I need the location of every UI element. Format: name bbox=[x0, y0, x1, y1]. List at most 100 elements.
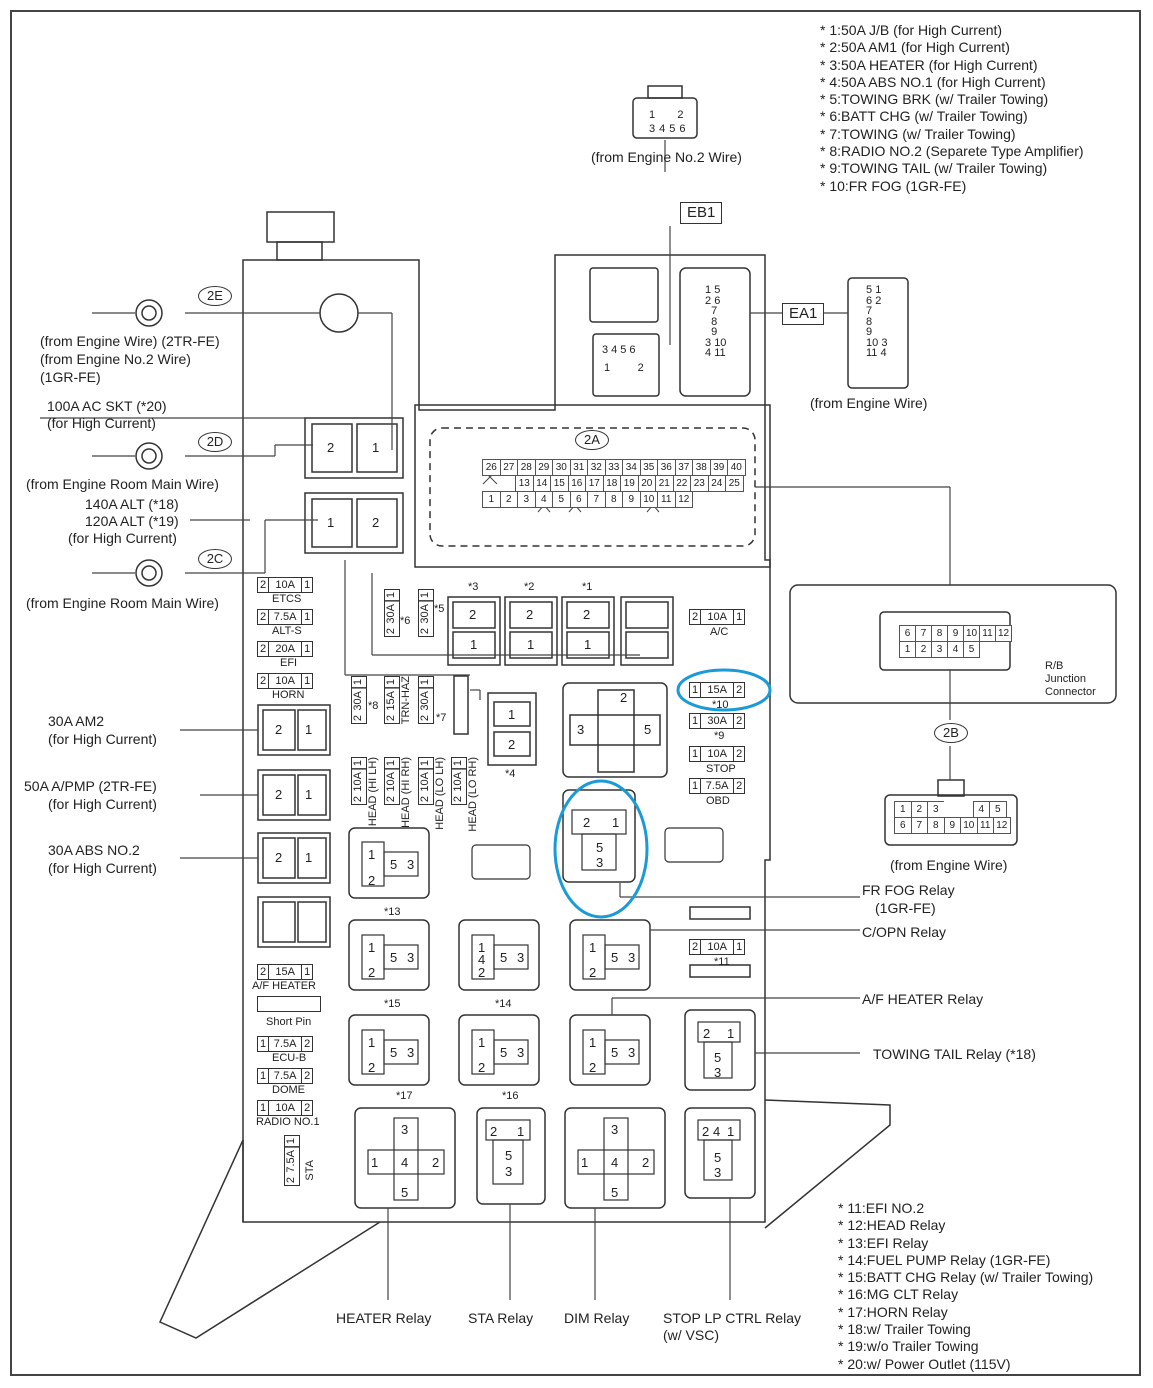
pin-label: 3 bbox=[517, 1045, 525, 1060]
pin-cell: 26 bbox=[482, 459, 501, 476]
pin: 5 bbox=[669, 123, 680, 135]
pin-cell: 12 bbox=[993, 817, 1011, 834]
pin: 4 bbox=[659, 123, 670, 135]
connector-2b-callout: 2B bbox=[934, 723, 968, 743]
pin-cell: 31 bbox=[569, 459, 588, 476]
pin: 9 bbox=[711, 326, 718, 338]
pin-cell: 37 bbox=[674, 459, 693, 476]
pin: 2 bbox=[705, 294, 712, 307]
pin: 1 bbox=[304, 966, 311, 978]
fuse-rating: 10A bbox=[701, 940, 735, 954]
eb1-label: EB1 bbox=[680, 202, 723, 224]
pin-label: 5 bbox=[611, 1185, 619, 1200]
star-mark: *8 bbox=[368, 700, 379, 712]
pin-label: 2 bbox=[589, 1060, 597, 1075]
pin-cell: 27 bbox=[499, 459, 518, 476]
pin-label: 3 bbox=[596, 855, 604, 870]
pin: 1 bbox=[452, 758, 466, 770]
fuse-name-short-pin: Short Pin bbox=[266, 1016, 312, 1028]
label-af-heater-relay: A/F HEATER Relay bbox=[862, 991, 984, 1007]
notes-bottom-list: * 11:EFI NO.2 * 12:HEAD Relay * 13:EFI R… bbox=[838, 1200, 1093, 1373]
pin: 2 bbox=[736, 715, 743, 727]
pin-cell: 1 bbox=[894, 801, 912, 818]
fuse-rating: 7.5A bbox=[269, 1037, 303, 1051]
label-room-main-1: (from Engine Room Main Wire) bbox=[26, 476, 219, 492]
ea1-housing-pins: 1 5 2 6 7 8 9 3 10 4 11 bbox=[705, 285, 741, 359]
pin: 2 bbox=[736, 780, 743, 792]
fuse-rating: 15A bbox=[269, 965, 303, 979]
pin: 2 bbox=[258, 578, 270, 592]
fuse-rating: 10A bbox=[701, 747, 735, 761]
star-mark: *11 bbox=[714, 956, 730, 968]
pin-label: 2 bbox=[368, 1060, 376, 1075]
star-mark: *13 bbox=[384, 906, 401, 918]
fuse-rating: 10A bbox=[269, 1101, 303, 1115]
pin: 6 bbox=[866, 294, 873, 307]
pin: 1 bbox=[352, 758, 366, 770]
pin-label: 5 bbox=[390, 857, 398, 872]
pin: 2 bbox=[304, 1038, 311, 1050]
label-ac-skt-a: 100A AC SKT (*20) bbox=[47, 398, 167, 414]
star-mark: *6 bbox=[400, 615, 411, 627]
pin-cell: 2 bbox=[915, 641, 932, 658]
ea1-plug-pins: 5 1 6 2 7 8 9 10 3 11 4 bbox=[866, 285, 902, 359]
rb-junction-label-2: Junction bbox=[1045, 673, 1086, 685]
pin: 10 bbox=[866, 336, 879, 349]
connector-2a-callout: 2A bbox=[575, 430, 609, 450]
pin-label: 2 bbox=[432, 1155, 440, 1170]
pin: 1 bbox=[304, 675, 311, 687]
pin-cell: 32 bbox=[587, 459, 606, 476]
pin: 7 bbox=[711, 305, 718, 317]
pin-cell: 7 bbox=[587, 491, 606, 508]
fuse-name-sta: STA bbox=[304, 1160, 316, 1181]
pin: 4 bbox=[705, 347, 712, 359]
note-item: * 14:FUEL PUMP Relay (1GR-FE) bbox=[838, 1251, 1051, 1268]
eb1-pins-bottom: 3456 bbox=[649, 123, 690, 135]
pin-label: 3 bbox=[517, 950, 525, 965]
pin: 2 bbox=[419, 795, 431, 802]
pin: 1 bbox=[258, 1069, 270, 1083]
pin-label: 1 bbox=[612, 815, 620, 830]
pin: 1 bbox=[258, 1101, 270, 1115]
pin-cell: 30 bbox=[552, 459, 571, 476]
pin-cell: 6 bbox=[569, 491, 588, 508]
pin: 2 bbox=[736, 684, 743, 696]
label-sta-relay: STA Relay bbox=[468, 1310, 534, 1326]
pin-label: 2 bbox=[327, 440, 335, 455]
pin: 4 bbox=[611, 344, 621, 356]
pin: 4 bbox=[880, 347, 887, 359]
pin: 1 bbox=[736, 611, 743, 623]
pin: 2 bbox=[637, 362, 644, 374]
pin-label: 2 bbox=[478, 965, 486, 980]
pin-label: 2 bbox=[368, 873, 376, 888]
label-alt-b: 120A ALT (*19) bbox=[85, 513, 179, 529]
label-fr-fog-relay-variant: (1GR-FE) bbox=[875, 900, 936, 916]
star-mark: *3 bbox=[468, 581, 479, 593]
connector-2c-callout: 2C bbox=[198, 549, 232, 569]
pin-label: 1 bbox=[517, 1124, 525, 1139]
label-room-main-2: (from Engine Room Main Wire) bbox=[26, 595, 219, 611]
pin-label: 5 bbox=[401, 1185, 409, 1200]
pin-cell: 2 bbox=[499, 491, 518, 508]
pin: 1 bbox=[304, 643, 311, 655]
pin-cell: 23 bbox=[690, 475, 709, 492]
short-pin-slot bbox=[257, 996, 321, 1012]
fuse-rating: 10A bbox=[452, 769, 466, 794]
pin-cell: 9 bbox=[622, 491, 641, 508]
pin-cell: 4 bbox=[972, 801, 990, 818]
label-abs2-a: 30A ABS NO.2 bbox=[48, 842, 140, 858]
pin-cell: 19 bbox=[620, 475, 639, 492]
